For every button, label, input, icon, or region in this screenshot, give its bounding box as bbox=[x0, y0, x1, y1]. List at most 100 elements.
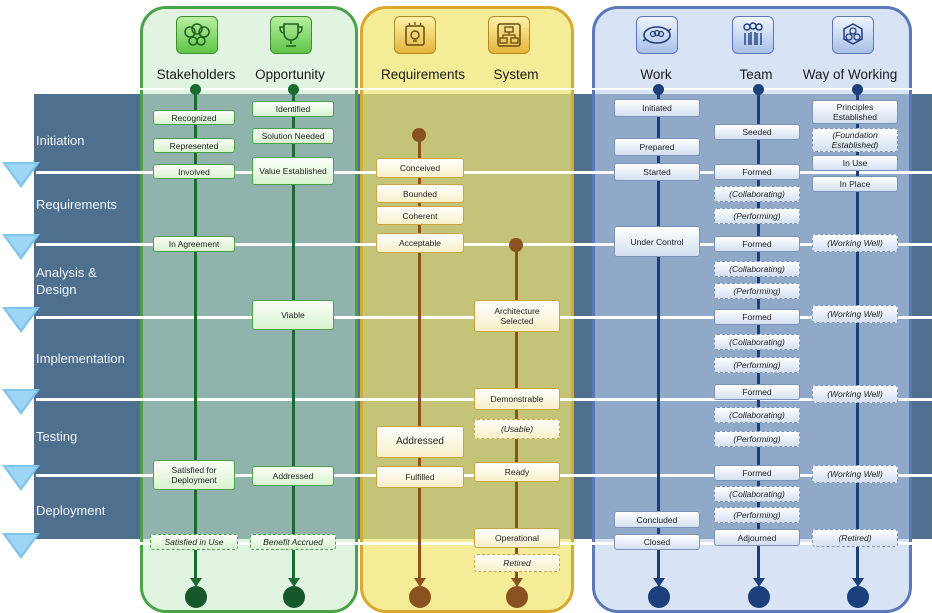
state-working-well: (Working Well) bbox=[812, 305, 898, 323]
milestone-triangle bbox=[2, 234, 40, 260]
header-way-of-working: Way of Working bbox=[802, 67, 898, 82]
arrow-head bbox=[753, 578, 765, 587]
end-dot bbox=[648, 586, 670, 608]
state-performing: (Performing) bbox=[714, 431, 800, 447]
arrow-head bbox=[852, 578, 864, 587]
state-formed: Formed bbox=[714, 465, 800, 481]
header-system: System bbox=[493, 67, 539, 82]
lifeline-work bbox=[657, 90, 660, 584]
arrow-head bbox=[288, 578, 300, 587]
state-working-well: (Working Well) bbox=[812, 234, 898, 252]
state-performing: (Performing) bbox=[714, 357, 800, 373]
arrow-head bbox=[653, 578, 665, 587]
start-dot bbox=[852, 84, 863, 95]
state-conceived: Conceived bbox=[376, 158, 464, 178]
state-architecture-selected: Architecture Selected bbox=[474, 300, 560, 332]
state-initiated: Initiated bbox=[614, 99, 700, 117]
milestone-triangle bbox=[2, 389, 40, 415]
milestone-triangle bbox=[2, 307, 40, 333]
state-principles-established: Principles Established bbox=[812, 100, 898, 124]
end-dot bbox=[748, 586, 770, 608]
state-prepared: Prepared bbox=[614, 138, 700, 156]
state-formed: Formed bbox=[714, 164, 800, 180]
lifeline-opportunity bbox=[292, 90, 295, 584]
state-formed: Formed bbox=[714, 384, 800, 400]
header-team: Team bbox=[739, 67, 773, 82]
opportunity-icon bbox=[270, 16, 312, 54]
phase-requirements: Requirements bbox=[36, 197, 117, 212]
milestone-line-top bbox=[140, 88, 932, 90]
phase-testing: Testing bbox=[36, 429, 78, 444]
lifeline-system bbox=[515, 244, 518, 584]
end-dot bbox=[409, 586, 431, 608]
state-satisfied-for-deployment: Satisfied for Deployment bbox=[153, 460, 235, 490]
state-benefit-accrued: Benefit Accrued bbox=[250, 534, 336, 550]
state-foundation-established: (Foundation Established) bbox=[812, 128, 898, 152]
state-collaborating: (Collaborating) bbox=[714, 334, 800, 350]
state-coherent: Coherent bbox=[376, 206, 464, 225]
state-retired-way-of-working: (Retired) bbox=[812, 529, 898, 547]
state-identified: Identified bbox=[252, 101, 334, 117]
start-dot bbox=[753, 84, 764, 95]
state-in-use: In Use bbox=[812, 155, 898, 171]
phase-initiation: Initiation bbox=[36, 133, 85, 148]
state-addressed-requirements: Addressed bbox=[376, 426, 464, 458]
phase-implementation: Implementation bbox=[36, 351, 125, 366]
header-work: Work bbox=[640, 67, 672, 82]
state-addressed-opportunity: Addressed bbox=[252, 466, 334, 486]
state-started: Started bbox=[614, 163, 700, 181]
header-requirements: Requirements bbox=[380, 67, 466, 82]
state-viable: Viable bbox=[252, 300, 334, 330]
way-of-working-icon bbox=[832, 16, 874, 54]
requirements-icon bbox=[394, 16, 436, 54]
phase-deployment: Deployment bbox=[36, 503, 106, 518]
state-solution-needed: Solution Needed bbox=[252, 128, 334, 144]
state-performing: (Performing) bbox=[714, 208, 800, 224]
state-acceptable: Acceptable bbox=[376, 233, 464, 253]
state-collaborating: (Collaborating) bbox=[714, 261, 800, 277]
state-formed: Formed bbox=[714, 309, 800, 325]
state-collaborating: (Collaborating) bbox=[714, 186, 800, 202]
milestone-triangle bbox=[2, 162, 40, 188]
state-collaborating: (Collaborating) bbox=[714, 486, 800, 502]
state-recognized: Recognized bbox=[153, 110, 235, 125]
start-dot bbox=[190, 84, 201, 95]
header-stakeholders: Stakeholders bbox=[156, 67, 236, 82]
state-working-well: (Working Well) bbox=[812, 465, 898, 483]
work-icon bbox=[636, 16, 678, 54]
lifeline-stakeholders bbox=[194, 90, 197, 584]
header-opportunity: Opportunity bbox=[255, 67, 325, 82]
state-satisfied-in-use: Satisfied in Use bbox=[150, 534, 238, 550]
milestone-triangle bbox=[2, 533, 40, 559]
state-working-well: (Working Well) bbox=[812, 385, 898, 403]
milestone-triangle bbox=[2, 465, 40, 491]
state-demonstrable: Demonstrable bbox=[474, 388, 560, 410]
start-dot bbox=[412, 128, 426, 142]
arrow-head bbox=[511, 578, 523, 587]
state-retired-system: Retired bbox=[474, 554, 560, 572]
end-dot bbox=[847, 586, 869, 608]
state-performing: (Performing) bbox=[714, 507, 800, 523]
state-under-control: Under Control bbox=[614, 226, 700, 257]
state-in-place: In Place bbox=[812, 176, 898, 192]
state-collaborating: (Collaborating) bbox=[714, 407, 800, 423]
arrow-head bbox=[414, 578, 426, 587]
state-performing: (Performing) bbox=[714, 283, 800, 299]
arrow-head bbox=[190, 578, 202, 587]
milestone-line bbox=[36, 171, 932, 174]
state-fulfilled: Fulfilled bbox=[376, 466, 464, 488]
start-dot bbox=[653, 84, 664, 95]
system-icon bbox=[488, 16, 530, 54]
lifeline-requirements bbox=[418, 134, 421, 584]
state-in-agreement: In Agreement bbox=[153, 236, 235, 252]
state-operational: Operational bbox=[474, 528, 560, 548]
state-adjourned: Adjourned bbox=[714, 529, 800, 546]
state-value-established: Value Established bbox=[252, 157, 334, 185]
state-seeded: Seeded bbox=[714, 124, 800, 140]
lifeline-way-of-working bbox=[856, 90, 859, 584]
state-concluded: Concluded bbox=[614, 511, 700, 528]
end-dot bbox=[506, 586, 528, 608]
stakeholders-icon bbox=[176, 16, 218, 54]
end-dot bbox=[185, 586, 207, 608]
phase-analysis-design: Analysis & Design bbox=[36, 265, 97, 297]
